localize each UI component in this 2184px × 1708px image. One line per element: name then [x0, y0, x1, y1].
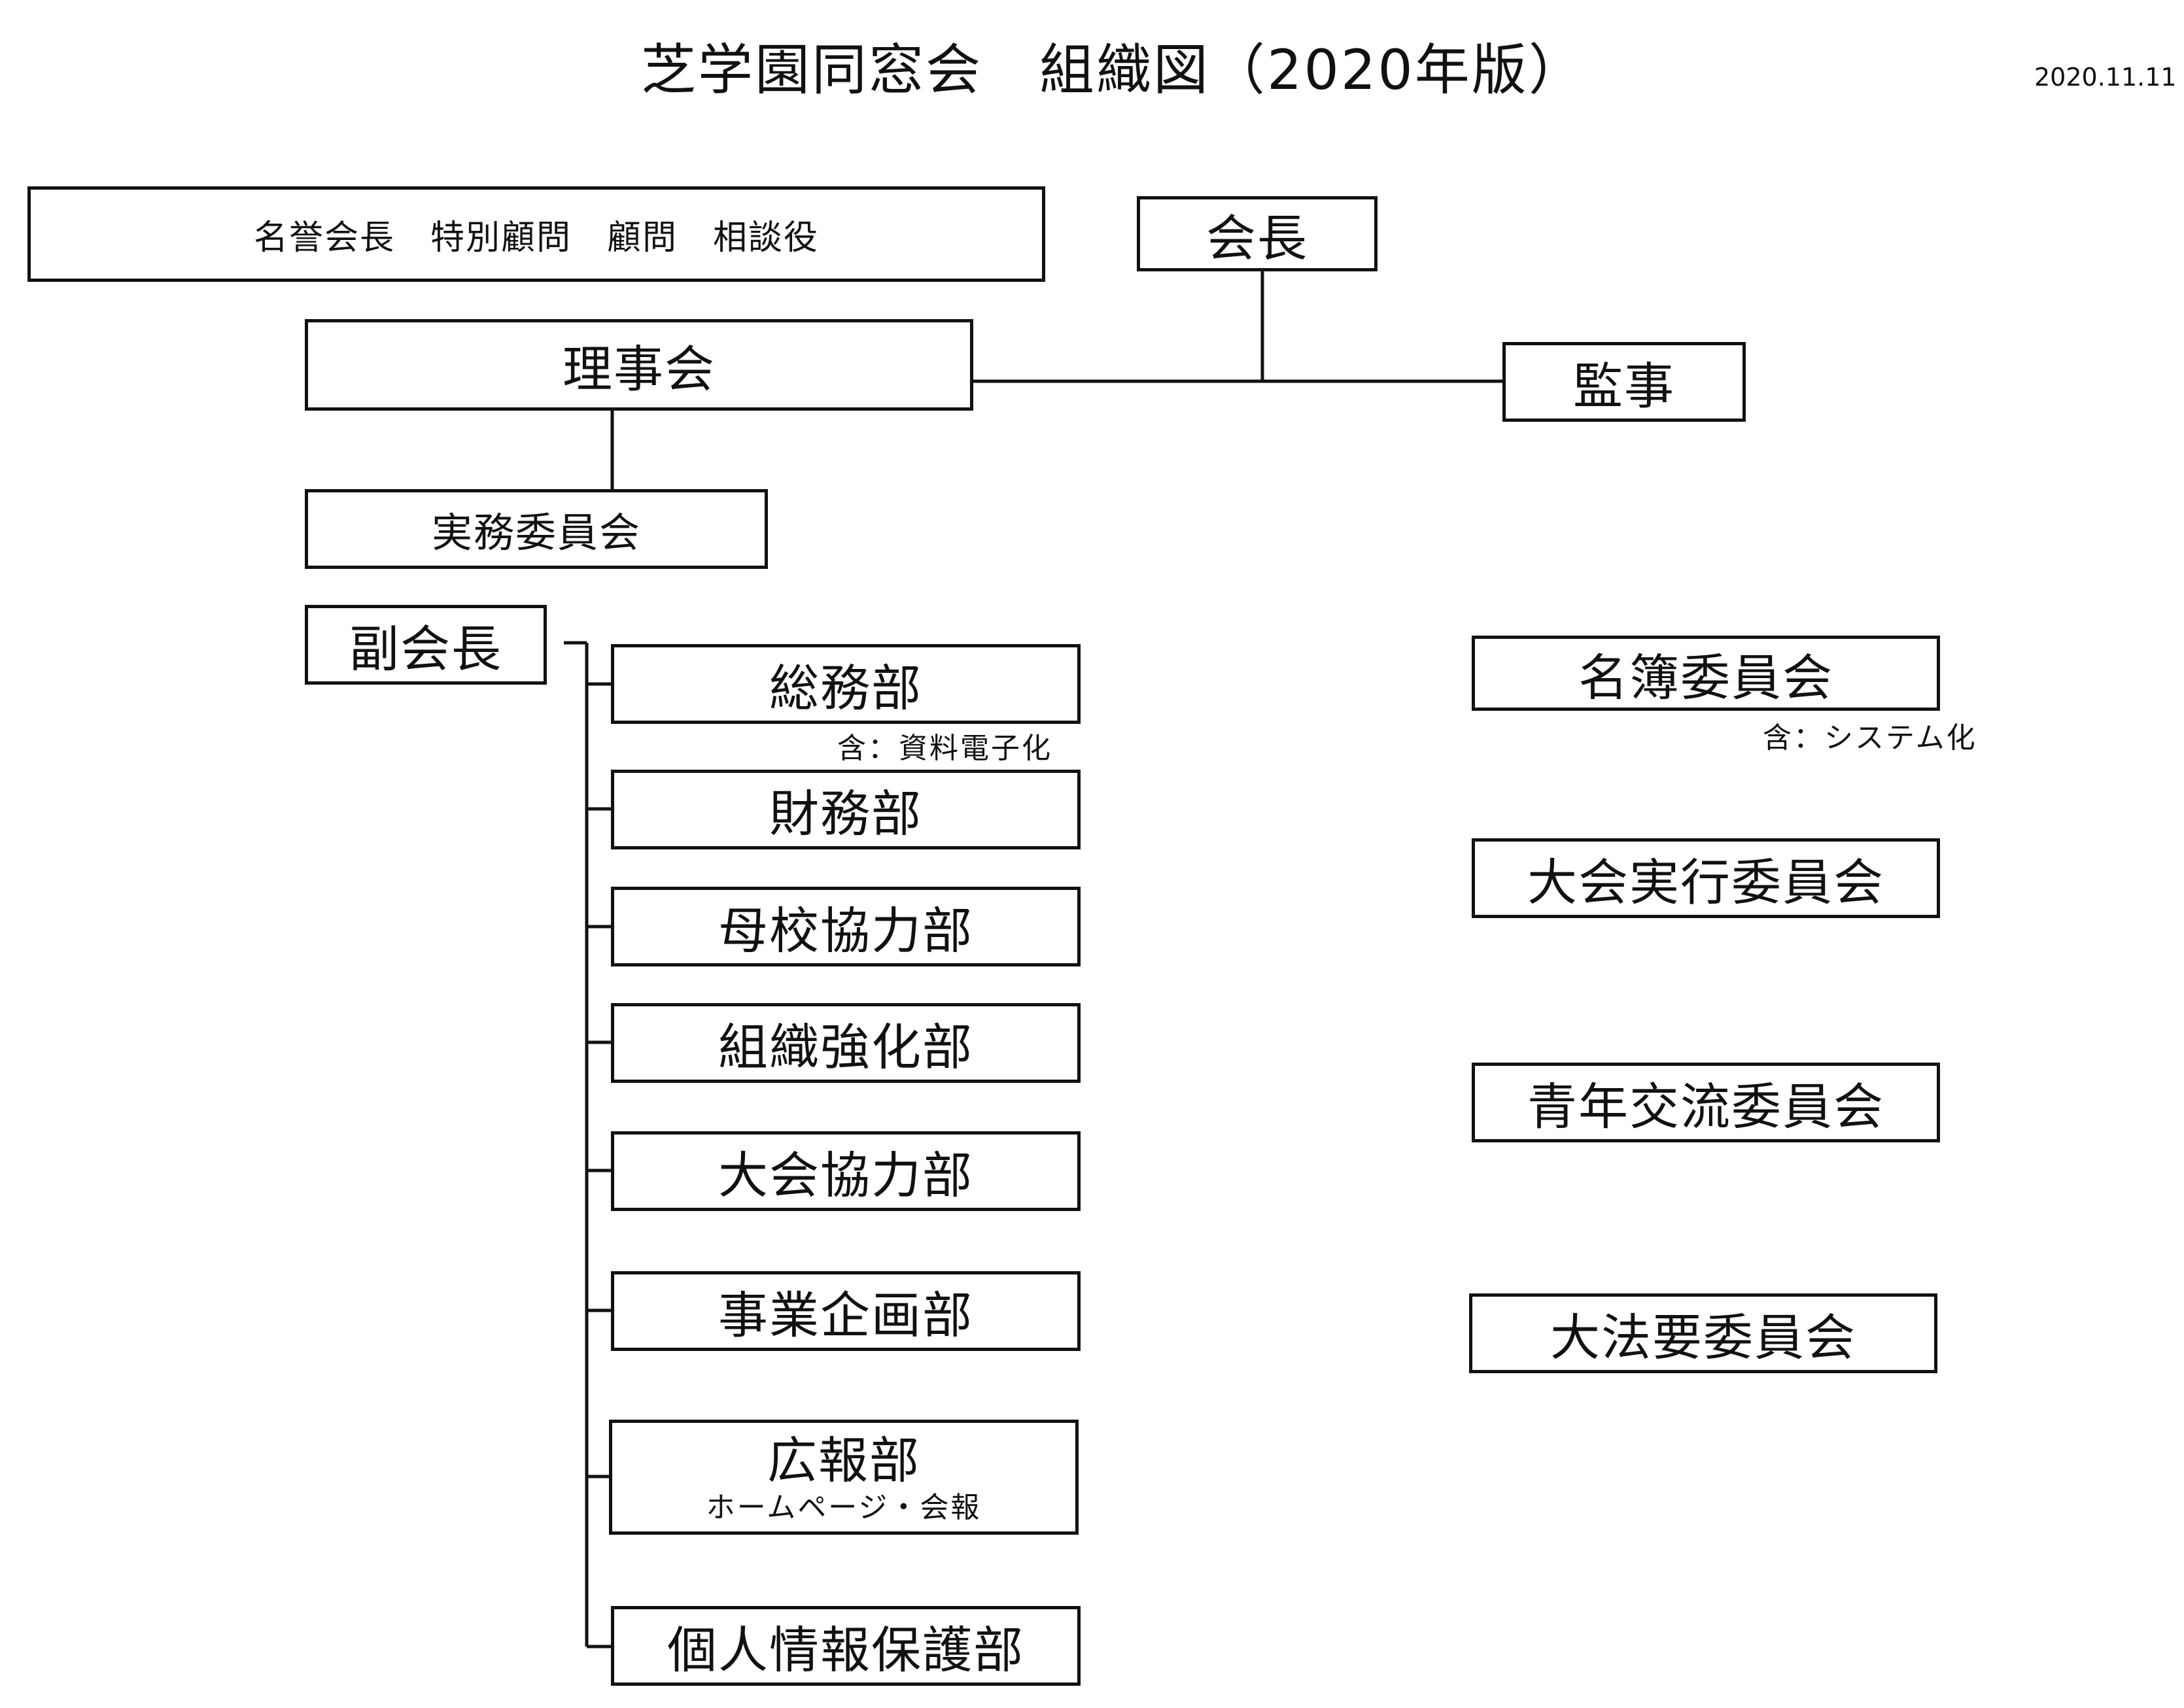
department-label: 個人情報保護部 — [667, 1621, 1024, 1679]
board-label: 理事会 — [563, 340, 716, 398]
committee-label: 大法要委員会 — [1550, 1308, 1856, 1367]
department-label: 総務部 — [769, 659, 922, 717]
committee-convention-executive: 大会実行委員会 — [1472, 838, 1940, 918]
committee-label: 大会実行委員会 — [1527, 853, 1884, 912]
president-label: 会長 — [1206, 209, 1308, 267]
department-label: 大会協力部 — [718, 1146, 973, 1204]
honorary-label: 名誉会長 特別顧問 顧問 相談役 — [253, 218, 819, 258]
department-convention-cooperation: 大会協力部 — [611, 1131, 1081, 1211]
date-label: 2020.11.11 — [2034, 63, 2177, 92]
department-school-cooperation: 母校協力部 — [611, 887, 1081, 966]
vice-president-label: 副会長 — [349, 620, 502, 678]
committee-roster: 名簿委員会 — [1472, 636, 1940, 711]
department-label: 母校協力部 — [718, 902, 973, 960]
department-finance: 財務部 — [611, 770, 1081, 849]
department-privacy-protection: 個人情報保護部 — [611, 1606, 1081, 1686]
committee-label: 名簿委員会 — [1578, 648, 1833, 707]
board-box: 理事会 — [305, 319, 973, 411]
department-organization-strengthening: 組織強化部 — [611, 1003, 1081, 1083]
department-note: 含：資料電子化 — [837, 732, 1052, 765]
department-label: 広報部 — [767, 1431, 920, 1490]
department-label: 事業企画部 — [718, 1286, 973, 1344]
page-title: 芝学園同窓会 組織図（2020年版） — [641, 38, 1586, 102]
vice-president-box: 副会長 — [305, 605, 547, 685]
working-committee-label: 実務委員会 — [431, 509, 641, 556]
working-committee-box: 実務委員会 — [305, 489, 768, 569]
department-label: 財務部 — [769, 785, 922, 843]
committee-note: 含：システム化 — [1763, 721, 1977, 755]
committee-label: 青年交流委員会 — [1527, 1078, 1884, 1136]
department-general-affairs: 総務部 — [611, 644, 1081, 724]
honorary-box: 名誉会長 特別顧問 顧問 相談役 — [27, 186, 1045, 282]
department-business-planning: 事業企画部 — [611, 1271, 1081, 1351]
department-label: 組織強化部 — [718, 1018, 973, 1076]
auditor-label: 監事 — [1573, 357, 1675, 415]
committee-memorial-service: 大法要委員会 — [1469, 1293, 1937, 1373]
committee-youth-exchange: 青年交流委員会 — [1472, 1063, 1940, 1142]
auditor-box: 監事 — [1502, 342, 1746, 422]
president-box: 会長 — [1137, 196, 1378, 271]
department-sub-label: ホームページ・会報 — [706, 1490, 982, 1524]
department-public-relations: 広報部 ホームページ・会報 — [609, 1420, 1079, 1535]
